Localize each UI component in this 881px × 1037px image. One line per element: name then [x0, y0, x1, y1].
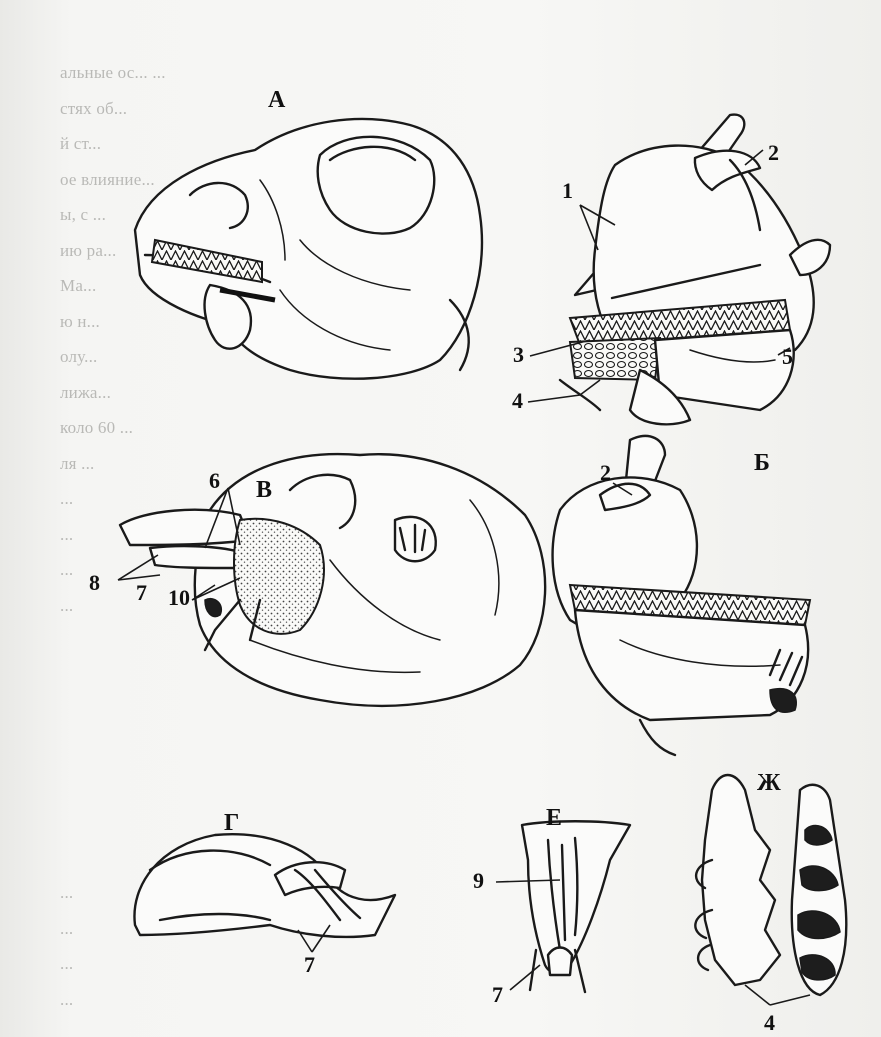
label-7-left: 7 — [136, 580, 147, 605]
label-4-lower: 4 — [764, 1010, 775, 1035]
jaw-panel-right-upper — [560, 115, 830, 425]
label-9: 9 — [473, 868, 484, 893]
label-7-e: 7 — [492, 982, 503, 1007]
label-1: 1 — [562, 178, 573, 203]
panel-letter-b: Б — [754, 450, 770, 476]
label-2-upper: 2 — [768, 140, 779, 165]
panel-letter-a: А — [268, 87, 286, 113]
label-2-lower: 2 — [600, 460, 611, 485]
label-10: 10 — [168, 585, 190, 610]
skull-panel-a — [135, 119, 482, 379]
label-4-upper: 4 — [512, 388, 523, 413]
panel-zh — [695, 775, 846, 995]
panel-letter-v: В — [256, 477, 272, 503]
label-3: 3 — [513, 342, 524, 367]
panel-letter-g: Г — [224, 810, 239, 836]
label-7-g: 7 — [304, 952, 315, 977]
skull-panel-v — [120, 454, 545, 706]
leader-7-e — [510, 965, 540, 990]
label-8: 8 — [89, 570, 100, 595]
panel-letter-zh: Ж — [757, 770, 781, 796]
panel-g — [134, 834, 395, 937]
panel-letter-e: Е — [546, 805, 562, 831]
label-5: 5 — [782, 344, 793, 369]
leader-4-zh — [745, 985, 810, 1005]
label-6: 6 — [209, 468, 220, 493]
jaw-panel-b — [553, 436, 810, 755]
